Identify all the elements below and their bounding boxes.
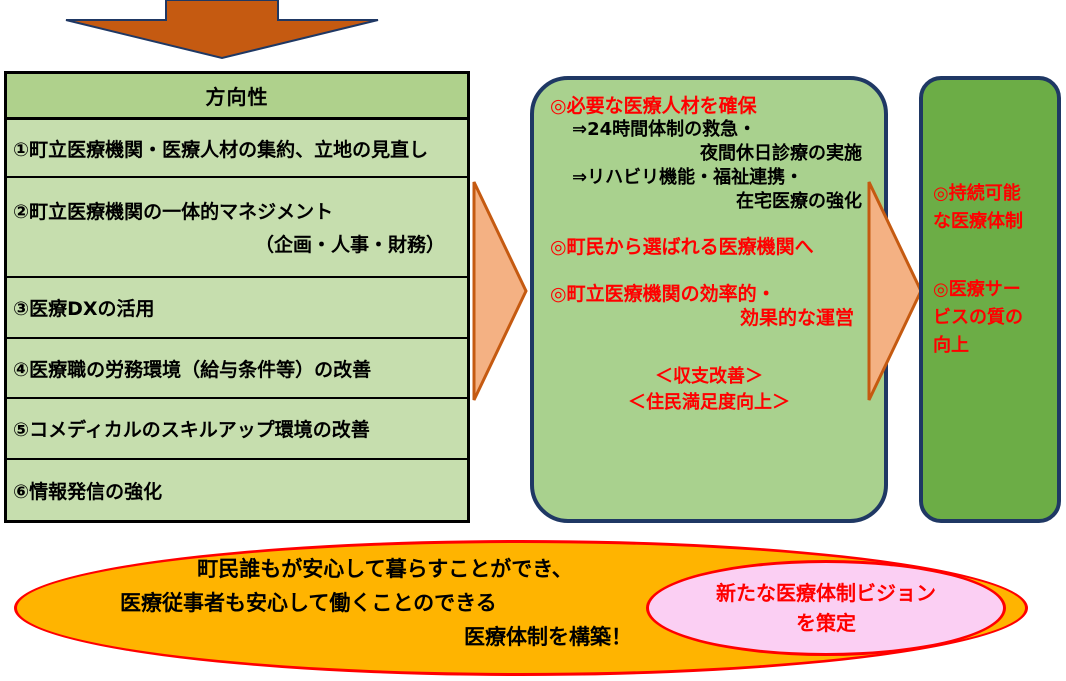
goal-item-1-sub-1: ⇒24時間体制の救急・	[572, 119, 757, 141]
directions-table: 方向性 ①町立医療機関・医療人材の集約、立地の見直し ②町立医療機関の一体的マネ…	[4, 71, 470, 523]
goal-footer-1: ＜収支改善＞	[655, 366, 763, 388]
vision-line-1: 町民誰もが安心して暮らすことができ、	[197, 557, 573, 581]
table-row-line1: ⑤コメディカルのスキルアップ環境の改善	[13, 419, 370, 441]
goal-item-2-heading: ◎町民から選ばれる医療機関へ	[550, 236, 814, 259]
outcome-item-1-line-1: ◎持続可能	[933, 183, 1021, 204]
table-row: ③医療DXの活用	[7, 278, 467, 339]
down-arrow-icon	[65, 0, 379, 60]
outcome-item-2-line-2: ビスの質の	[933, 306, 1023, 328]
outcome-item-2-line-1: ◎医療サー	[933, 278, 1021, 300]
right-chevron-icon	[867, 181, 923, 401]
spacer	[933, 236, 1047, 276]
table-row-line1: ②町立医療機関の一体的マネジメント	[13, 201, 334, 223]
right-chevron-icon	[472, 181, 528, 401]
goal-item-3-sub-1: 効果的な運営	[739, 306, 854, 329]
table-row-line1: ④医療職の労務環境（給与条件等）の改善	[13, 358, 372, 381]
goal-item-1-heading: ◎必要な医療人材を確保	[550, 95, 757, 117]
outcome-box: ◎持続可能 な医療体制 ◎医療サー ビスの質の 向上	[919, 76, 1061, 523]
table-row-line1: ⑥情報発信の強化	[13, 480, 163, 503]
plan-line-1: 新たな医療体制ビジョン	[716, 581, 936, 605]
goal-item-1-sub-2: 夜間休日診療の実施	[700, 143, 862, 165]
table-row: ④医療職の労務環境（給与条件等）の改善	[7, 339, 467, 399]
goal-item-3-heading: ◎町立医療機関の効率的・	[550, 282, 776, 305]
spacer	[550, 213, 868, 235]
table-row: ②町立医療機関の一体的マネジメント （企画・人事・財務）	[7, 178, 467, 278]
vision-line-2: 医療従事者も安心して働くことのできる	[120, 591, 497, 616]
plan-line-2: を策定	[796, 611, 856, 635]
table-row: ⑤コメディカルのスキルアップ環境の改善	[7, 399, 467, 460]
vision-line-3: 医療体制を構築！	[464, 625, 632, 650]
table-row-line2: （企画・人事・財務）	[254, 234, 445, 256]
goal-footer-2: ＜住民満足度向上＞	[628, 392, 790, 414]
table-row: ⑥情報発信の強化	[7, 460, 467, 520]
table-row-line1: ③医療DXの活用	[13, 298, 155, 320]
table-row-line1: ①町立医療機関・医療人材の集約、立地の見直し	[13, 138, 429, 161]
spacer	[550, 330, 868, 352]
spacer	[550, 260, 868, 282]
directions-table-header: 方向性	[7, 74, 467, 120]
spacer	[550, 352, 868, 364]
table-row: ①町立医療機関・医療人材の集約、立地の見直し	[7, 120, 467, 178]
outcome-item-1-line-2: な医療体制	[933, 210, 1023, 232]
goals-box: ◎必要な医療人材を確保 ⇒24時間体制の救急・ 夜間休日診療の実施 ⇒リハビリ機…	[530, 76, 888, 523]
vision-text: 町民誰もが安心して暮らすことができ、 医療従事者も安心して働くことのできる 医療…	[120, 552, 650, 654]
goal-item-1-sub-4: 在宅医療の強化	[736, 190, 862, 212]
outcome-item-2-line-3: 向上	[933, 334, 969, 356]
goal-item-1-sub-3: ⇒リハビリ機能・福祉連携・	[572, 166, 804, 188]
plan-ellipse: 新たな医療体制ビジョン を策定	[646, 560, 1006, 656]
